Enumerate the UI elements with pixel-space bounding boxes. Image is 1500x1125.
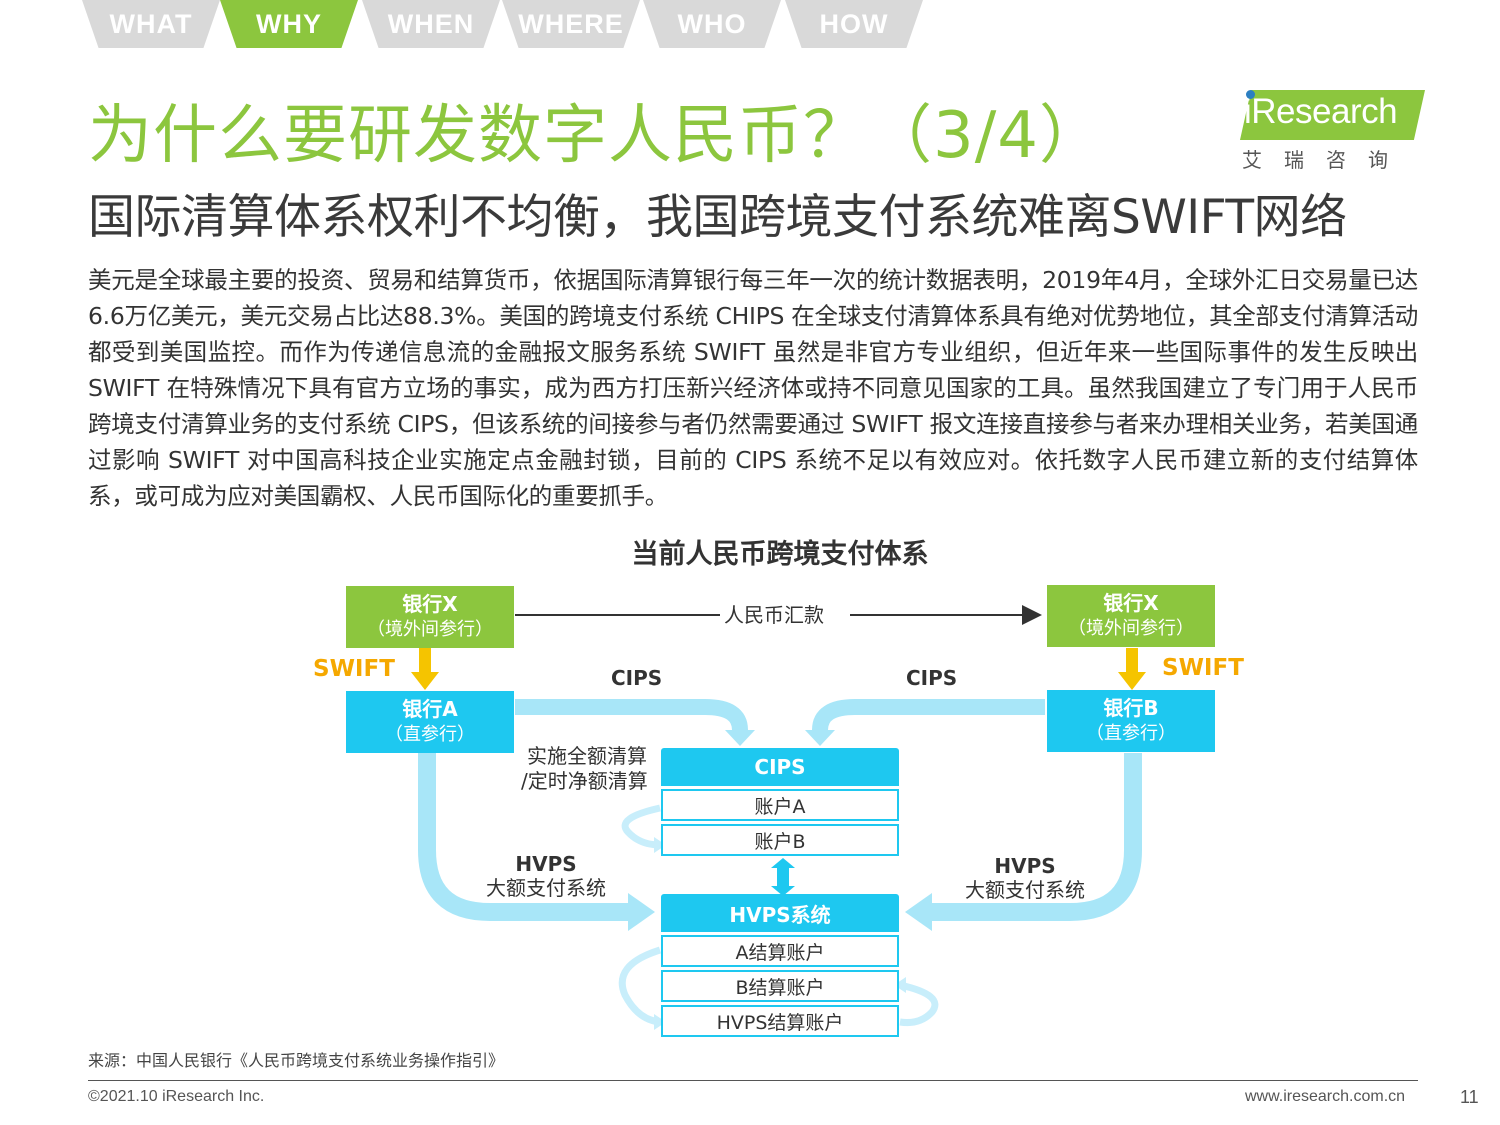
hvps-cycle-arrow-left	[618, 946, 662, 1026]
swift-label-left: SWIFT	[313, 656, 395, 682]
hvps-arrow-left-head	[628, 893, 655, 931]
logo-dot-icon	[1246, 90, 1255, 99]
bank-b-box: 银行B （直参行）	[1047, 690, 1215, 752]
bank-x-right-role: （境外间参行）	[1068, 618, 1194, 639]
hvps-arrow-right-head	[905, 893, 932, 931]
settlement-label-line1: 实施全额清算	[527, 744, 647, 768]
hvps-right-code: HVPS	[994, 854, 1056, 878]
bank-b-name: 银行B	[1103, 696, 1159, 720]
hvps-arrow-right	[930, 753, 1142, 921]
cips-hvps-link-down	[771, 886, 795, 896]
cips-account-b: 账户B	[661, 824, 899, 856]
bank-a-role: （直参行）	[385, 724, 475, 745]
bank-a-box: 银行A （直参行）	[346, 691, 514, 753]
cips-system-title: CIPS	[661, 748, 899, 786]
bank-x-left-name: 银行X	[402, 592, 458, 616]
iresearch-logo: iResearch 艾瑞咨询	[1240, 80, 1425, 172]
bank-x-left-box: 银行X （境外间参行）	[346, 586, 514, 648]
tab-who[interactable]: WHO	[643, 0, 781, 48]
page-number: 11	[1460, 1087, 1479, 1107]
website-link[interactable]: www.iresearch.com.cn	[1245, 1088, 1406, 1105]
hvps-label-left: HVPS 大额支付系统	[483, 852, 609, 901]
hvps-left-code: HVPS	[515, 852, 577, 876]
cips-arrow-left	[515, 699, 748, 735]
logo-band	[1240, 90, 1425, 140]
bank-b-role: （直参行）	[1086, 723, 1176, 744]
bank-x-left-role: （境外间参行）	[367, 619, 493, 640]
page-subtitle: 国际清算体系权利不均衡，我国跨境支付系统难离SWIFT网络	[88, 190, 1347, 245]
diagram-title: 当前人民币跨境支付体系	[631, 539, 929, 570]
tab-when[interactable]: WHEN	[362, 0, 500, 48]
logo-wordmark: iResearch	[1244, 92, 1398, 131]
bank-x-right-box: 银行X （境外间参行）	[1047, 585, 1215, 647]
cips-arrow-right-head	[805, 730, 835, 746]
cips-label-left: CIPS	[611, 666, 663, 690]
source-note: 来源：中国人民银行《人民币跨境支付系统业务操作指引》	[88, 1051, 505, 1070]
cips-hvps-link-up	[771, 858, 795, 868]
footer-divider	[88, 1080, 1418, 1081]
section-nav: WHAT WHY WHEN WHERE WHO HOW	[0, 0, 940, 50]
hvps-label-right: HVPS 大额支付系统	[962, 854, 1088, 903]
hvps-settlement-account: HVPS结算账户	[661, 1005, 899, 1037]
cips-account-a: 账户A	[661, 789, 899, 821]
hvps-right-name: 大额支付系统	[965, 878, 1085, 902]
body-paragraph: 美元是全球最主要的投资、贸易和结算货币，依据国际清算银行每三年一次的统计数据表明…	[88, 266, 1418, 510]
logo-chinese-name: 艾瑞咨询	[1242, 148, 1410, 172]
swift-label-right: SWIFT	[1162, 655, 1244, 681]
tab-how[interactable]: HOW	[785, 0, 923, 48]
swift-arrow-right-head	[1118, 672, 1146, 690]
copyright: ©2021.10 iResearch Inc.	[88, 1088, 265, 1105]
swift-arrow-left-shaft	[419, 648, 431, 674]
cips-arrow-right	[812, 699, 1045, 735]
tab-why[interactable]: WHY	[220, 0, 358, 48]
hvps-system-stack: HVPS系统 A结算账户 B结算账户 HVPS结算账户	[661, 894, 899, 1037]
cips-cycle-arrow	[621, 804, 661, 849]
bank-x-right-name: 银行X	[1103, 591, 1159, 615]
hvps-arrow-left	[418, 753, 630, 921]
bank-a-name: 银行A	[402, 697, 458, 721]
cips-arrow-left-head	[725, 730, 755, 746]
cips-hvps-link-shaft	[777, 868, 789, 886]
tab-where[interactable]: WHERE	[502, 0, 640, 48]
settlement-label-line2: /定时净额清算	[521, 769, 648, 793]
hvps-cycle-arrow-right	[899, 981, 939, 1026]
cips-system-stack: CIPS 账户A 账户B	[661, 748, 899, 856]
hvps-system-title: HVPS系统	[661, 894, 899, 932]
tab-what[interactable]: WHAT	[82, 0, 220, 48]
remittance-label: 人民币汇款	[724, 603, 824, 627]
cips-label-right: CIPS	[906, 666, 958, 690]
hvps-left-name: 大额支付系统	[486, 876, 606, 900]
swift-arrow-right-shaft	[1126, 648, 1138, 674]
hvps-a-settlement-account: A结算账户	[661, 935, 899, 967]
page-title: 为什么要研发数字人民币？（3/4）	[88, 99, 1104, 173]
hvps-b-settlement-account: B结算账户	[661, 970, 899, 1002]
swift-arrow-left-head	[411, 672, 439, 690]
